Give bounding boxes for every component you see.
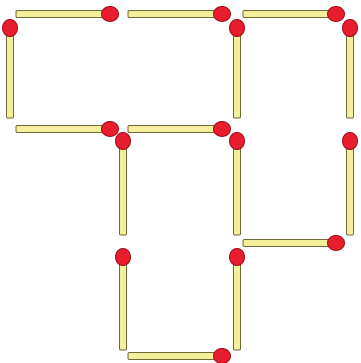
match-head-icon xyxy=(343,20,358,37)
match-stick xyxy=(347,145,354,235)
match-horizontal-3[interactable] xyxy=(243,7,345,22)
match-vertical-12[interactable] xyxy=(230,133,245,236)
match-vertical-15[interactable] xyxy=(230,249,245,351)
match-head-icon xyxy=(343,133,358,150)
match-stick xyxy=(234,32,241,118)
match-head-icon xyxy=(116,133,131,150)
match-vertical-11[interactable] xyxy=(116,133,131,236)
match-horizontal-6[interactable] xyxy=(243,236,345,251)
match-head-icon xyxy=(230,249,245,266)
match-stick xyxy=(120,145,127,235)
match-horizontal-4[interactable] xyxy=(16,122,119,137)
match-horizontal-1[interactable] xyxy=(16,7,119,22)
match-horizontal-7[interactable] xyxy=(128,349,231,363)
match-stick xyxy=(120,261,127,350)
match-head-icon xyxy=(230,20,245,37)
match-head-icon xyxy=(116,249,131,266)
match-vertical-8[interactable] xyxy=(3,20,18,119)
match-head-icon xyxy=(102,122,119,137)
match-stick xyxy=(128,11,218,18)
matchsticks-group xyxy=(3,7,358,363)
match-horizontal-2[interactable] xyxy=(128,7,231,22)
match-head-icon xyxy=(328,7,345,22)
match-head-icon xyxy=(230,133,245,150)
match-head-icon xyxy=(3,20,18,37)
match-head-icon xyxy=(214,122,231,137)
match-stick xyxy=(7,32,14,118)
match-stick xyxy=(16,11,106,18)
match-horizontal-5[interactable] xyxy=(128,122,231,137)
match-vertical-9[interactable] xyxy=(230,20,245,119)
match-stick xyxy=(234,145,241,235)
match-stick xyxy=(243,11,332,18)
match-head-icon xyxy=(328,236,345,251)
match-stick xyxy=(234,261,241,350)
match-head-icon xyxy=(214,7,231,22)
match-stick xyxy=(243,240,332,247)
match-vertical-10[interactable] xyxy=(343,20,358,119)
match-stick xyxy=(128,126,218,133)
match-head-icon xyxy=(102,7,119,22)
match-vertical-13[interactable] xyxy=(343,133,358,236)
match-head-icon xyxy=(214,349,231,363)
match-vertical-14[interactable] xyxy=(116,249,131,351)
match-stick xyxy=(128,353,218,360)
match-stick xyxy=(347,32,354,118)
match-stick xyxy=(16,126,106,133)
